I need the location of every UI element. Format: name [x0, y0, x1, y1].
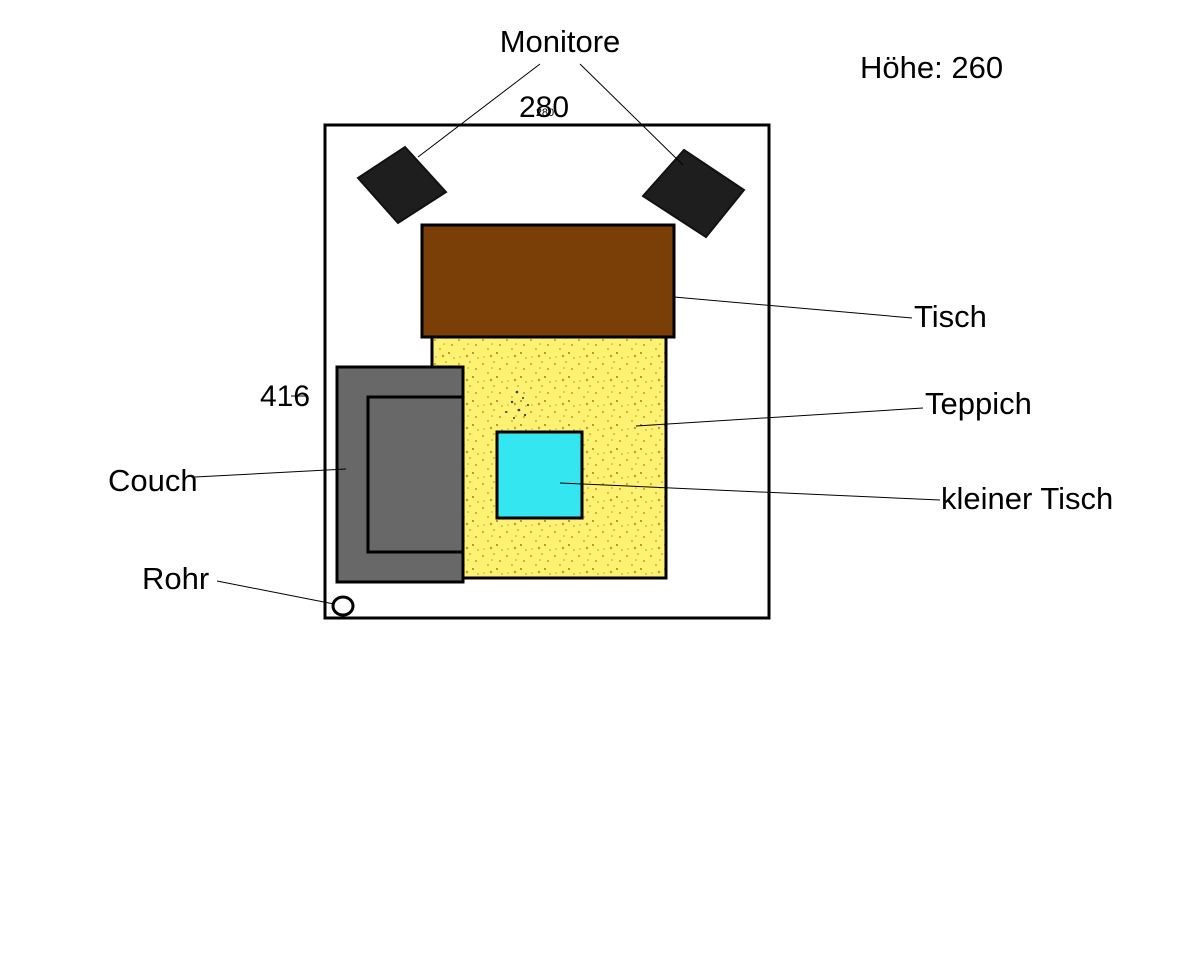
desk: [420, 223, 676, 339]
monitors-label: Monitore: [500, 24, 621, 59]
pipe-label: Rohr: [142, 561, 209, 596]
pipe-icon: [331, 595, 355, 617]
height-label: Höhe: 260: [860, 50, 1003, 85]
small-table-label: kleiner Tisch: [941, 481, 1113, 516]
desk-label: Tisch: [914, 299, 987, 334]
couch: [335, 365, 465, 584]
small-table: [495, 430, 584, 520]
monitor-left-icon: [356, 145, 448, 225]
leader-lines: [194, 63, 941, 605]
couch-label: Couch: [108, 463, 198, 498]
monitor-right-icon: [641, 148, 746, 239]
rug-dark-speckles: [505, 390, 529, 419]
width-dimension: 280: [519, 91, 569, 124]
depth-dimension: 416: [260, 380, 310, 413]
rug-label: Teppich: [925, 386, 1032, 421]
width-dimension-overlay: 280: [536, 107, 554, 119]
